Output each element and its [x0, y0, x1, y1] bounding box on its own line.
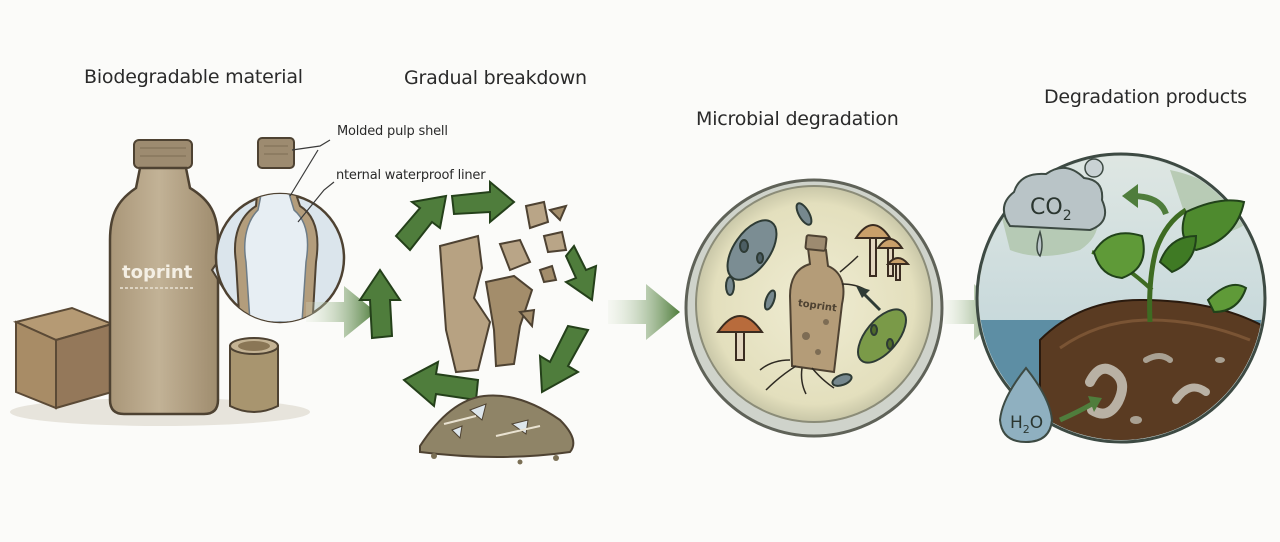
svg-text:CO2: CO2	[1030, 195, 1072, 224]
debris-pile	[419, 394, 575, 465]
stage-label-microbial-degradation: Microbial degradation	[696, 108, 899, 130]
stage-gradual-breakdown	[358, 179, 598, 465]
stage-label-degradation-products: Degradation products	[1044, 86, 1247, 108]
degrading-bottle: toprint	[788, 234, 845, 374]
cycle-arrow-co2	[1122, 184, 1169, 216]
stage-label-biodegradable-material: Biodegradable material	[84, 66, 303, 88]
h2o-droplet: H2O	[998, 366, 1054, 444]
kraft-jar	[229, 337, 279, 413]
mushrooms	[716, 224, 911, 361]
callout-lines	[289, 139, 335, 223]
cross-section-zoom	[210, 192, 346, 324]
cycle-arrow-h2o	[1058, 396, 1102, 423]
mini-bottle-brand: toprint	[797, 298, 837, 314]
microbes	[725, 202, 907, 387]
bottle-cap	[257, 137, 295, 169]
plant-sprout	[1091, 199, 1248, 323]
stage-degradation-products: CO2 H2O	[975, 152, 1267, 444]
co2-cloud: CO2	[1003, 158, 1106, 258]
co2-label: CO	[1030, 195, 1063, 220]
flow-arrow-2	[608, 284, 680, 340]
callout-waterproof-liner: nternal waterproof liner	[336, 168, 486, 183]
callout-molded-pulp-shell: Molded pulp shell	[337, 124, 448, 139]
cycle-arrows	[358, 179, 598, 408]
shell-fragments	[438, 200, 568, 374]
kraft-box	[12, 306, 116, 410]
stage-biodegradable-material: toprint	[10, 137, 346, 426]
h2o-subscript: 2	[1023, 423, 1030, 436]
co2-subscript: 2	[1063, 208, 1072, 224]
rod-bacterium-green	[857, 308, 907, 364]
stage-label-gradual-breakdown: Gradual breakdown	[404, 67, 587, 89]
stage-microbial-degradation: toprint	[684, 178, 944, 438]
flow-arrow-1	[306, 286, 376, 338]
h2o-label-h: H	[1010, 413, 1023, 433]
h2o-label-o: O	[1030, 413, 1043, 433]
bottle-brand-text: toprint	[122, 262, 193, 283]
svg-text:H2O: H2O	[1010, 413, 1043, 436]
dish-arrow	[856, 286, 882, 312]
kraft-bottle: toprint	[108, 139, 220, 416]
